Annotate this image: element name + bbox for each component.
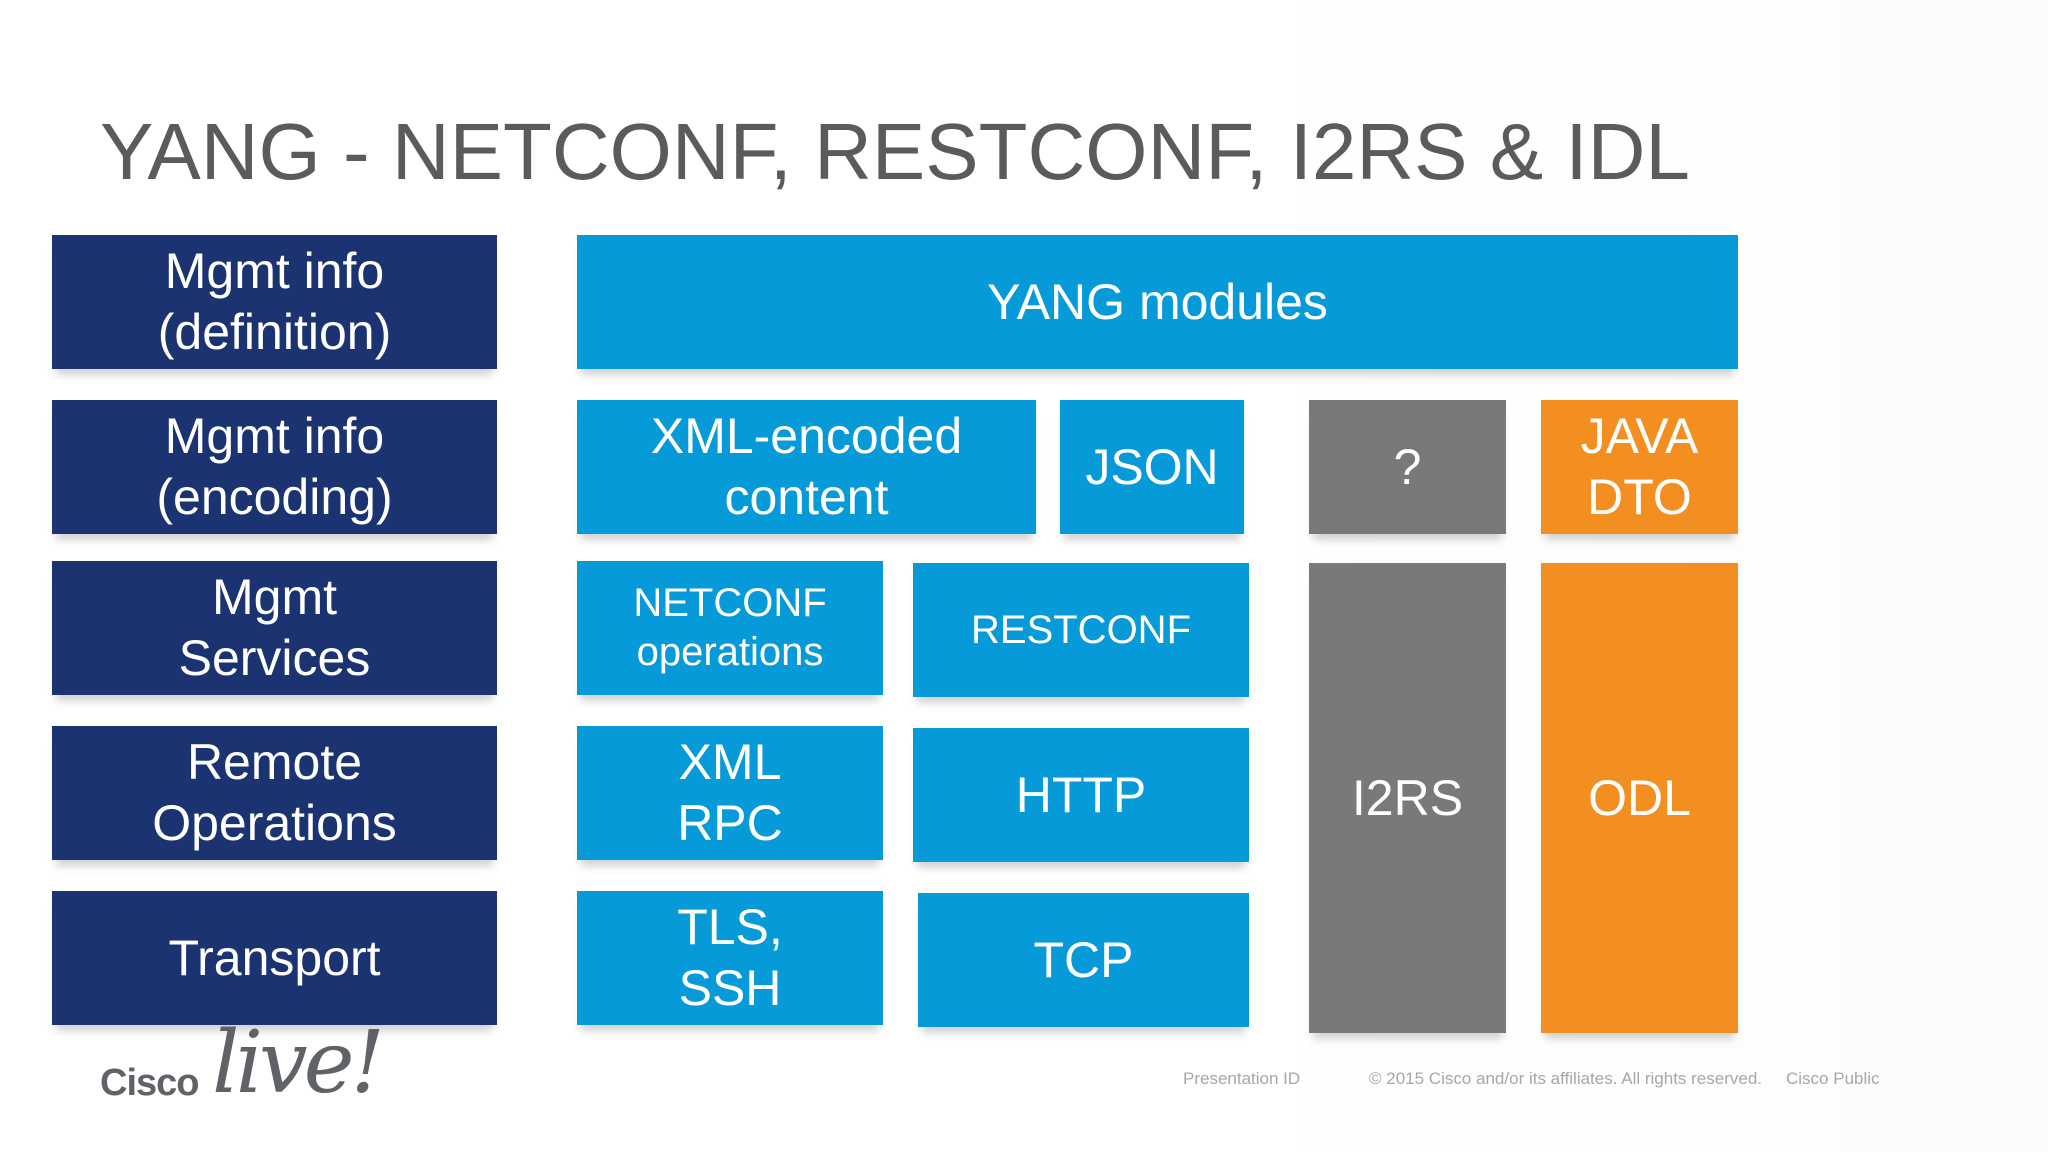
block-question: ? [1309, 400, 1506, 534]
slide-title: YANG - NETCONF, RESTCONF, I2RS & IDL [100, 107, 1690, 196]
block-i2rs: I2RS [1309, 563, 1506, 1033]
block-label: TCP [1033, 931, 1134, 988]
logo-brand: Cisco [100, 1062, 199, 1104]
block-tcp: TCP [918, 893, 1249, 1027]
block-http: HTTP [913, 728, 1249, 862]
layer-transport: Transport [52, 891, 497, 1025]
block-tls-ssh: TLS,SSH [577, 891, 883, 1025]
block-label: HTTP [1015, 766, 1147, 823]
block-label: JSON [1085, 438, 1219, 495]
block-label: TLS,SSH [677, 899, 783, 1016]
layer-label: Transport [168, 929, 381, 986]
logo-event: live! [212, 1013, 385, 1113]
layer-label: Mgmt info(definition) [157, 243, 392, 360]
footer-classification: Cisco Public [1786, 1069, 1880, 1088]
block-label: I2RS [1351, 769, 1464, 826]
block-label: ODL [1588, 769, 1691, 826]
cisco-live-logo: Cisco live! [100, 1020, 385, 1120]
footer-copyright: © 2015 Cisco and/or its affiliates. All … [1369, 1069, 1763, 1088]
block-json: JSON [1060, 400, 1244, 534]
block-restconf: RESTCONF [913, 563, 1249, 697]
layer-label: Mgmt info(encoding) [156, 408, 393, 525]
block-label: RESTCONF [971, 607, 1191, 652]
block-label: ? [1393, 438, 1422, 495]
layer-mgmt-info-encoding: Mgmt info(encoding) [52, 400, 497, 534]
block-label: YANG modules [987, 273, 1328, 330]
layer-mgmt-info-definition: Mgmt info(definition) [52, 235, 497, 369]
block-odl: ODL [1541, 563, 1738, 1033]
footer-presentation-id: Presentation ID [1183, 1069, 1301, 1088]
block-yang-modules: YANG modules [577, 235, 1738, 369]
